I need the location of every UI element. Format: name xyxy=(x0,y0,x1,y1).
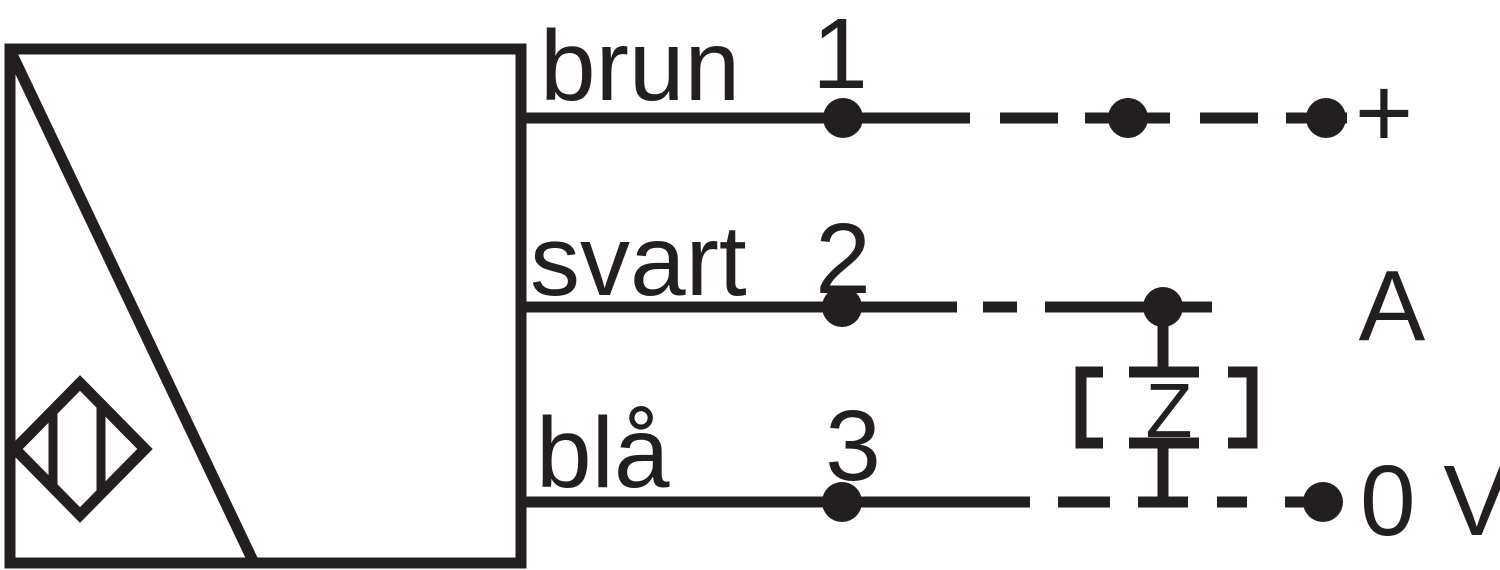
pin-number-label-1: 1 xyxy=(812,0,868,110)
wire-blue-terminal-dot xyxy=(1303,482,1343,522)
load-bracket-left xyxy=(1075,366,1103,449)
proximity-symbol-diamond-icon xyxy=(7,375,153,523)
terminal-label-plus: + xyxy=(1355,57,1413,169)
sensor-diagonal-line xyxy=(5,47,259,566)
wire-brown-terminal-dot xyxy=(1306,98,1346,138)
wire-black-junction-dot xyxy=(822,287,862,327)
load-impedance-label: Z xyxy=(1145,368,1192,454)
pin-number-label-2: 2 xyxy=(815,203,871,315)
wire-color-label-brun: brun xyxy=(540,10,740,122)
load-junction-dot xyxy=(1143,287,1183,327)
pin-number-label-3: 3 xyxy=(825,390,881,502)
wire-brown-mid-dot xyxy=(1108,98,1148,138)
wire-color-label-svart: svart xyxy=(530,205,747,317)
wire-blue-junction-dot xyxy=(822,482,862,522)
wire-color-label-bla: blå xyxy=(536,397,670,509)
wire-brown-junction-dot xyxy=(823,98,863,138)
load-bracket-right xyxy=(1228,366,1258,449)
terminal-label-0v: 0 V xyxy=(1360,445,1500,557)
sensor-outline xyxy=(4,43,527,569)
terminal-label-a: A xyxy=(1359,250,1426,362)
